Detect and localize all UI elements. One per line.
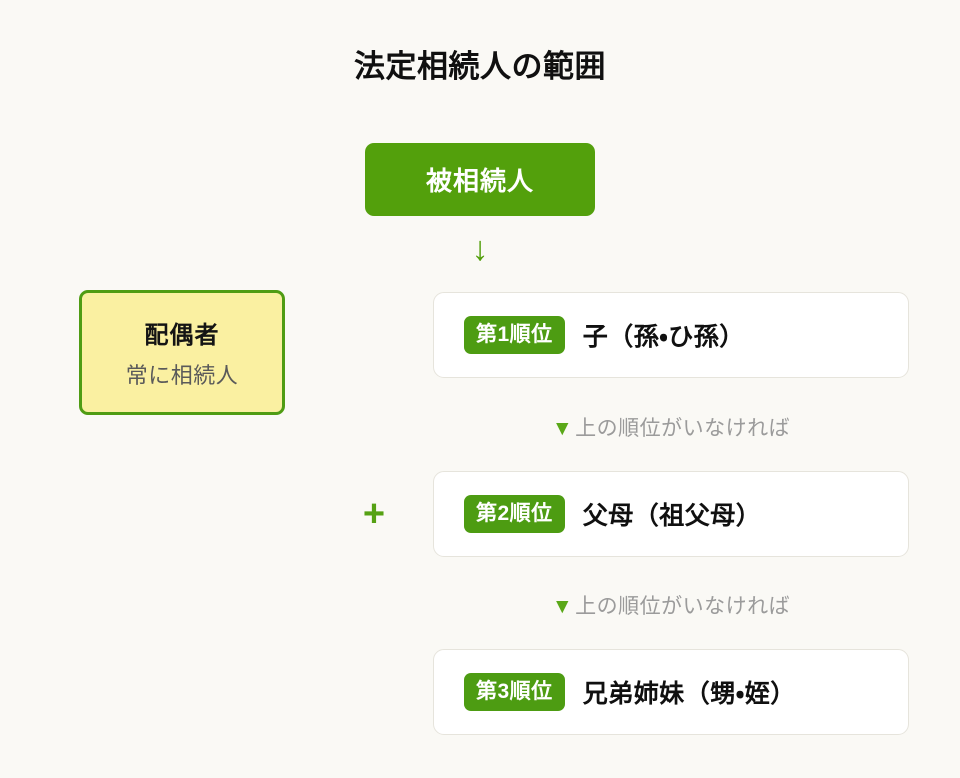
rank-text-1: 子（孫・ひ孫）: [582, 323, 745, 351]
plus-icon: +: [362, 493, 386, 535]
rank-badge-3: 第3順位: [464, 673, 565, 711]
rank-badge-2: 第2順位: [464, 495, 565, 533]
spouse-subtitle: 常に相続人: [125, 363, 239, 388]
triangle-down-icon: ▼: [551, 417, 574, 440]
connector-label-1: 上の順位がいなければ: [575, 417, 791, 440]
rank-text-2: 父母（祖父母）: [582, 502, 762, 530]
connector-1: ▼上の順位がいなければ: [433, 412, 909, 442]
rank-badge-1: 第1順位: [464, 316, 565, 354]
rank-card-3: 第3順位 兄弟姉妹（甥・姪）: [433, 649, 909, 735]
spouse-title: 配偶者: [144, 322, 220, 349]
decedent-box: 被相続人: [365, 143, 595, 216]
spouse-box: 配偶者 常に相続人: [79, 290, 285, 415]
rank-text-3: 兄弟姉妹（甥・姪）: [582, 680, 796, 708]
decedent-label: 被相続人: [425, 166, 534, 196]
down-arrow-icon: ↓: [471, 230, 489, 268]
page-title: 法定相続人の範囲: [354, 49, 606, 84]
rank-card-2: 第2順位 父母（祖父母）: [433, 471, 909, 557]
connector-2: ▼上の順位がいなければ: [433, 590, 909, 620]
triangle-down-icon: ▼: [551, 595, 574, 618]
connector-label-2: 上の順位がいなければ: [575, 595, 791, 618]
rank-card-1: 第1順位 子（孫・ひ孫）: [433, 292, 909, 378]
